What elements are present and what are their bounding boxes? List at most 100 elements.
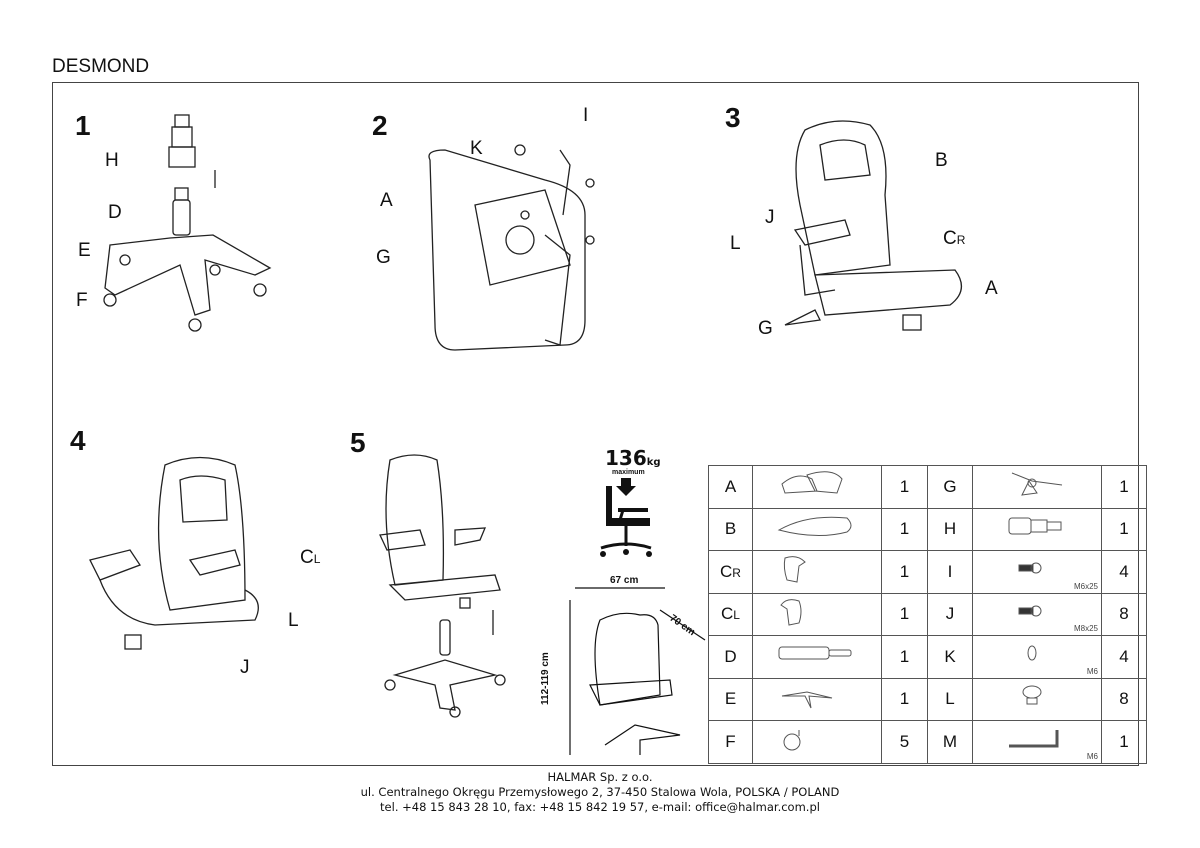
step-5-chair-drawing [379, 454, 506, 718]
step-4-number: 4 [70, 425, 86, 456]
step-3-chair-drawing [784, 120, 962, 331]
seat-icon [777, 516, 852, 536]
gas-cover-icon [1008, 517, 1062, 535]
part-image [972, 465, 1102, 509]
part-qty: 4 [1101, 550, 1147, 594]
label-J: J [765, 207, 775, 228]
part-id: F [708, 720, 753, 764]
part-qty: 5 [881, 720, 928, 764]
part-id: D [708, 635, 753, 679]
part-qty: 1 [1101, 465, 1147, 509]
max-load-label: maximum [612, 469, 645, 476]
bolt-icon [1018, 562, 1042, 574]
part-id: L [927, 677, 973, 721]
product-title: DESMOND [52, 56, 150, 77]
part-image: M6 [972, 720, 1102, 764]
width-dimension: 67 cm [610, 575, 639, 586]
washer-icon [1027, 645, 1037, 661]
part-id: E [708, 677, 753, 721]
dimension-arrows [569, 587, 706, 755]
part-qty: 1 [881, 465, 928, 509]
part-image [972, 677, 1102, 721]
label-A-step3: A [985, 278, 998, 299]
part-image [752, 507, 882, 551]
part-qty: 1 [881, 635, 928, 679]
label-A: A [380, 190, 393, 211]
part-image: M8x25 [972, 592, 1102, 636]
part-image [752, 720, 882, 764]
footer-address: ul. Centralnego Okręgu Przemysłowego 2, … [360, 785, 840, 799]
step-5-number: 5 [350, 427, 366, 458]
part-image [752, 550, 882, 594]
step-1-number: 1 [75, 110, 91, 141]
part-image [752, 465, 882, 509]
armrest-left-icon [780, 598, 802, 626]
part-qty: 1 [881, 507, 928, 551]
part-qty: 1 [1101, 720, 1147, 764]
max-load-chair-icon [600, 478, 652, 557]
armrest-right-icon [783, 556, 806, 583]
part-image [752, 677, 882, 721]
label-K: K [470, 138, 483, 159]
max-load: 136kg [605, 446, 661, 470]
label-L: L [730, 233, 741, 254]
allen-key-icon [1009, 730, 1059, 748]
part-qty: 1 [881, 592, 928, 636]
step-4-chair-drawing [89, 456, 259, 650]
part-qty: 8 [1101, 592, 1147, 636]
gas-lift-icon [778, 646, 852, 660]
part-id: G [927, 465, 973, 509]
height-dimension: 112-119 cm [540, 652, 551, 705]
part-spec: M6 [1086, 751, 1098, 761]
part-id: CR [708, 550, 753, 594]
label-G: G [376, 247, 391, 268]
part-id: H [927, 507, 973, 551]
part-image [752, 635, 882, 679]
part-id: K [927, 635, 973, 679]
part-spec: M6x25 [1073, 581, 1098, 591]
label-I: I [583, 105, 589, 126]
part-qty: 1 [881, 677, 928, 721]
mechanism-icon [1011, 472, 1063, 496]
part-spec: M6 [1086, 666, 1098, 676]
part-qty: 1 [1101, 507, 1147, 551]
step-2-number: 2 [372, 110, 388, 141]
part-id: M [927, 720, 973, 764]
label-C-R: CR [943, 228, 966, 249]
step-2-backrest-drawing [428, 144, 595, 351]
footer-company: HALMAR Sp. z o.o. [547, 770, 653, 784]
part-qty: 8 [1101, 677, 1147, 721]
part-image [972, 507, 1102, 551]
part-id: J [927, 592, 973, 636]
label-J-step4: J [240, 657, 250, 678]
instruction-frame [52, 82, 1139, 766]
part-id: A [708, 465, 753, 509]
label-B: B [935, 150, 948, 171]
part-id: B [708, 507, 753, 551]
step-1-base-drawing [103, 114, 272, 332]
part-qty: 1 [881, 550, 928, 594]
label-L-step4: L [288, 610, 299, 631]
cap-icon [1022, 685, 1042, 705]
label-H: H [105, 150, 119, 171]
part-id: CL [708, 592, 753, 636]
label-G-step3: G [758, 318, 773, 339]
label-C-L: CL [300, 547, 321, 568]
part-image [752, 592, 882, 636]
part-image: M6 [972, 635, 1102, 679]
label-F: F [76, 290, 88, 311]
part-spec: M8x25 [1073, 624, 1098, 633]
part-image: M6x25 [972, 550, 1102, 594]
caster-icon [783, 730, 801, 751]
part-qty: 4 [1101, 635, 1147, 679]
label-E: E [78, 240, 91, 261]
